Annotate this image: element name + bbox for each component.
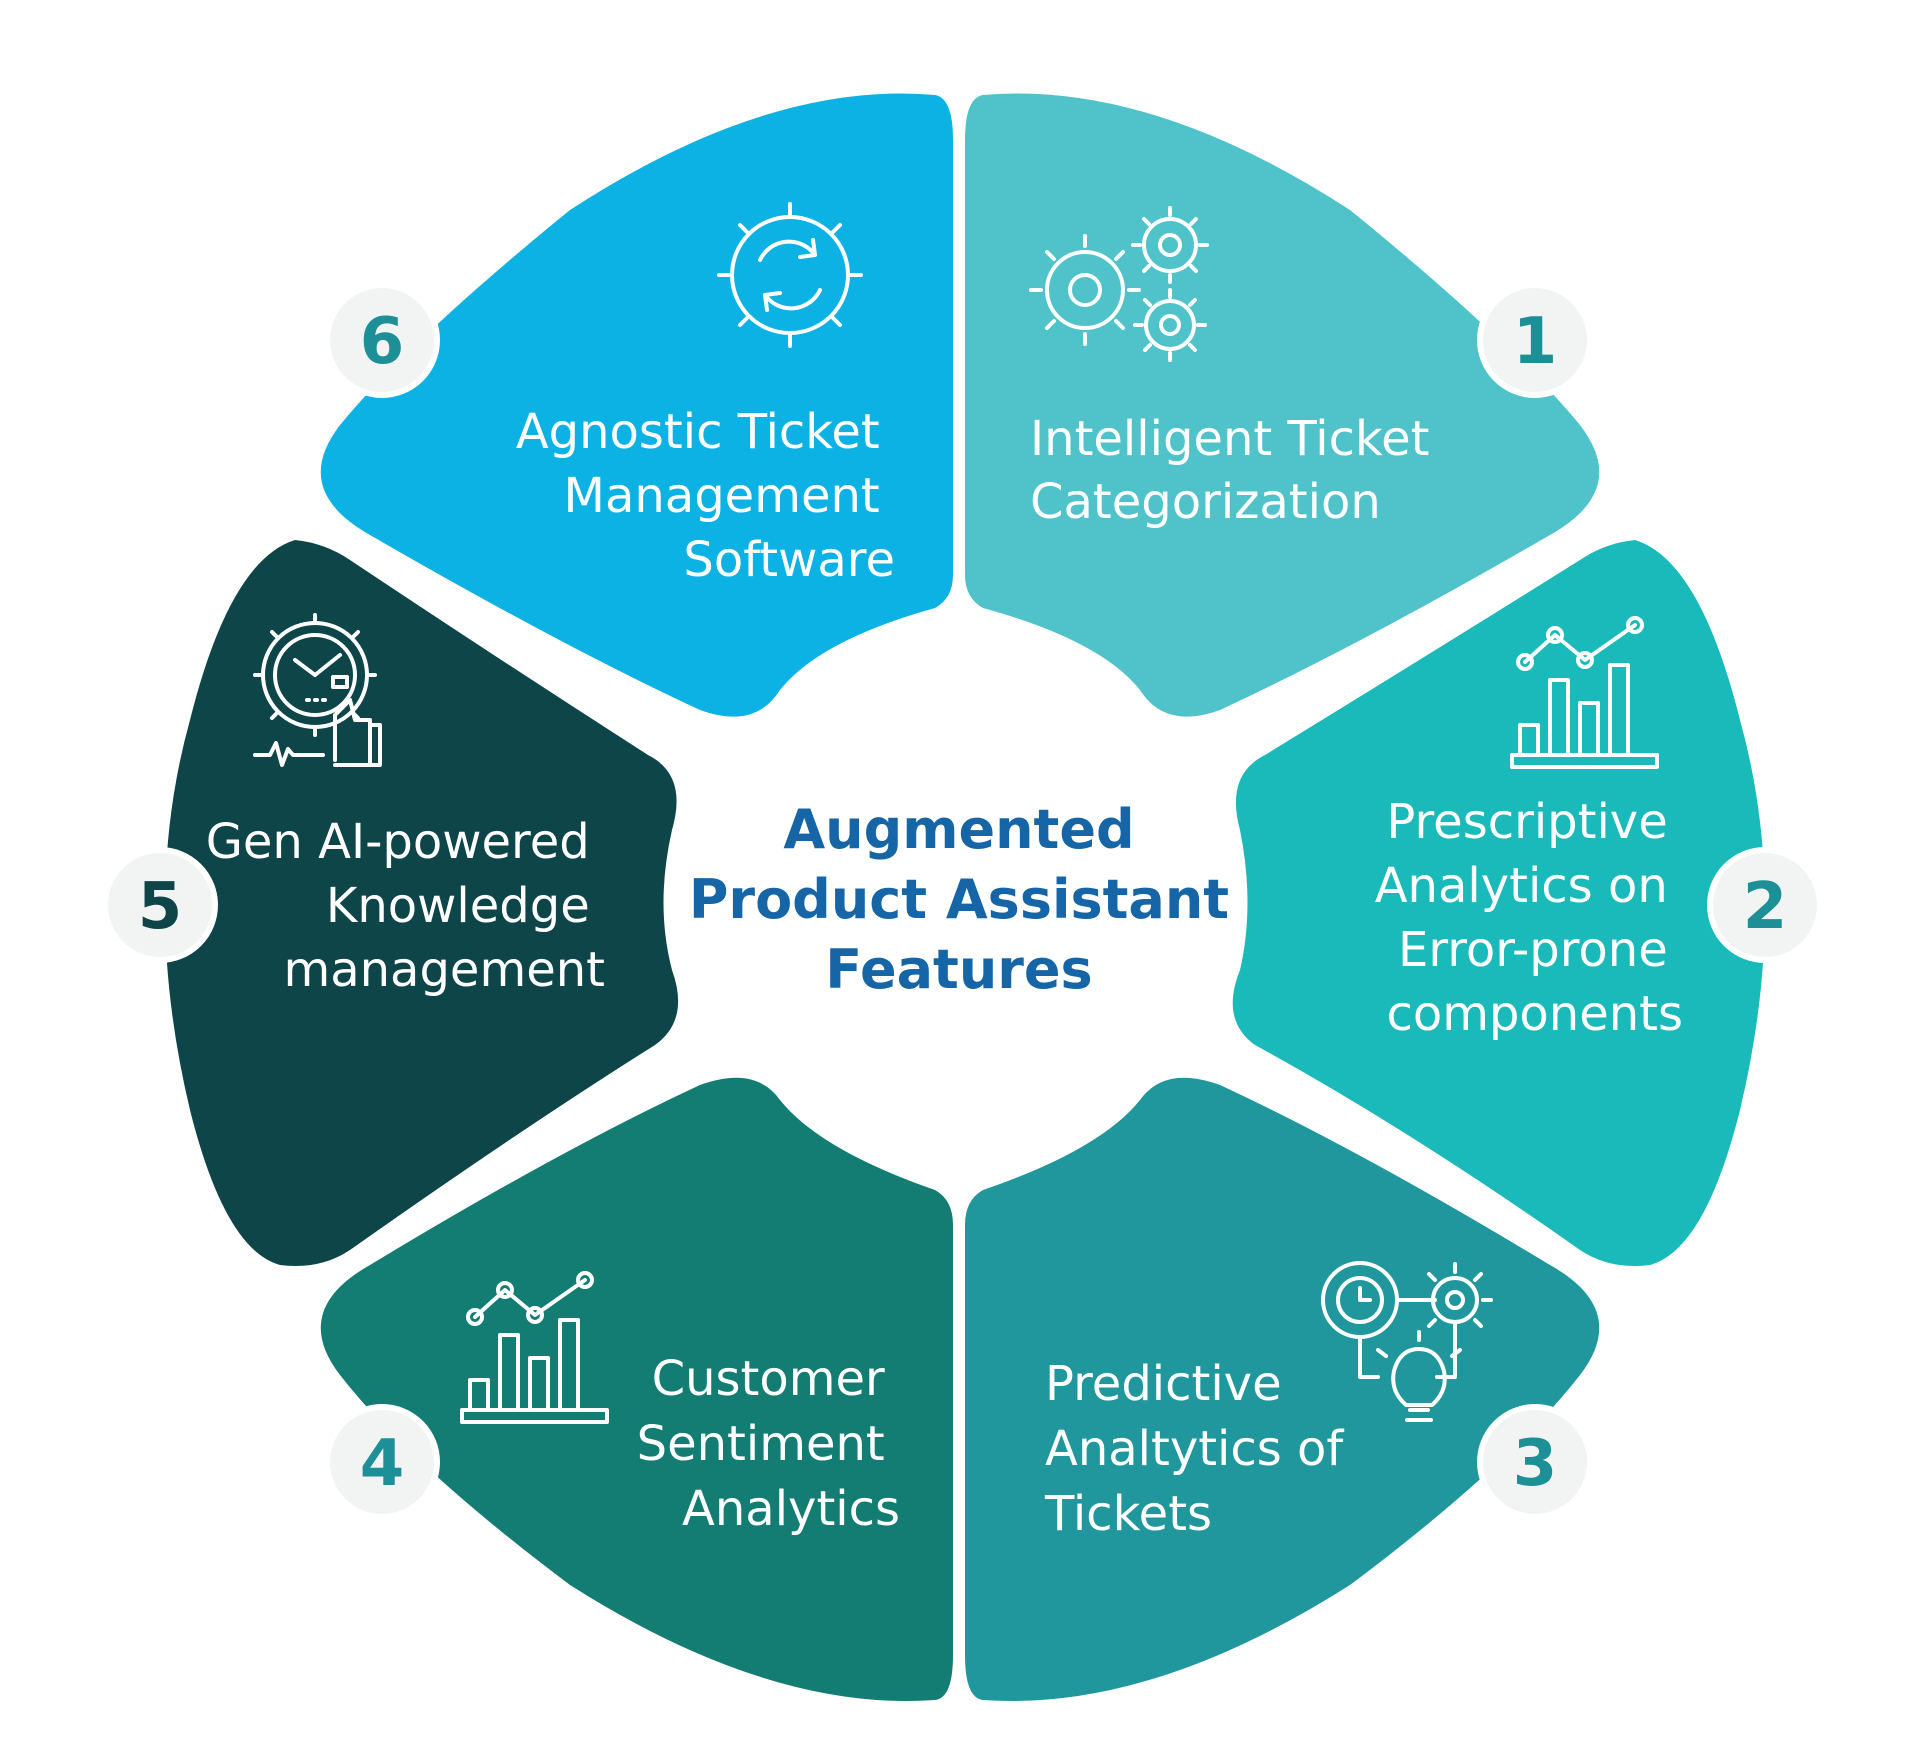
badge-1-number: 1 bbox=[1513, 305, 1558, 379]
segment-4-label: Customer Sentiment Analytics bbox=[637, 1351, 900, 1537]
badge-6-number: 6 bbox=[360, 305, 405, 379]
segment-3-label-line: Predictive bbox=[1045, 1356, 1282, 1412]
segment-4-label-line: Customer bbox=[652, 1351, 885, 1407]
badge-4: 4 bbox=[324, 1404, 440, 1520]
center-title-line-1: Augmented bbox=[783, 798, 1134, 861]
segment-1 bbox=[965, 93, 1600, 717]
segment-4-label-line: Sentiment bbox=[637, 1416, 885, 1472]
badge-2: 2 bbox=[1707, 847, 1823, 963]
segment-6 bbox=[320, 93, 953, 717]
badge-5-number: 5 bbox=[138, 870, 183, 944]
gear-refresh-icon bbox=[717, 202, 863, 348]
center-title: Augmented Product Assistant Features bbox=[689, 798, 1229, 1001]
badge-4-circle bbox=[324, 1404, 440, 1520]
segment-3-label-line: Tickets bbox=[1044, 1486, 1212, 1542]
segment-3 bbox=[965, 1077, 1600, 1702]
center-title-line-2: Product Assistant bbox=[689, 868, 1229, 931]
badge-5-circle bbox=[102, 847, 218, 963]
segment-3-label: Predictive Analtytics of Tickets bbox=[1044, 1356, 1359, 1542]
segment-6-label: Agnostic Ticket Management Software bbox=[516, 404, 895, 588]
segment-2 bbox=[1232, 540, 1765, 1266]
badge-1-circle bbox=[1477, 282, 1593, 398]
bar-chart-trend-icon bbox=[460, 1271, 609, 1424]
segment-2-label: Prescriptive Analytics on Error-prone co… bbox=[1375, 794, 1683, 1042]
badge-6: 6 bbox=[324, 282, 440, 398]
badge-3: 3 bbox=[1477, 1404, 1593, 1520]
bar-chart-trend-icon bbox=[1510, 616, 1659, 769]
number-badges: 1 2 3 4 5 6 bbox=[102, 282, 1823, 1520]
center-title-line-3: Features bbox=[825, 938, 1092, 1001]
segment-5-label-line: Knowledge bbox=[326, 878, 590, 934]
segment-1-label: Intelligent Ticket Categorization bbox=[1030, 411, 1445, 530]
badge-5: 5 bbox=[102, 847, 218, 963]
segment-6-label-line: Management bbox=[564, 468, 880, 524]
segment-4 bbox=[320, 1077, 953, 1702]
segment-labels: Intelligent Ticket Categorization Prescr… bbox=[206, 404, 1683, 1542]
segment-5-label-line: Gen AI-powered bbox=[206, 814, 590, 870]
segment-6-label-line: Software bbox=[683, 532, 895, 588]
clock-gear-bulb-icon bbox=[1321, 1261, 1493, 1422]
segment-5-label-line: management bbox=[283, 942, 605, 998]
segment-3-label-line: Analtytics of bbox=[1045, 1421, 1344, 1477]
badge-2-number: 2 bbox=[1743, 870, 1788, 944]
segment-2-label-line: Error-prone bbox=[1398, 922, 1668, 978]
segment-2-label-line: Prescriptive bbox=[1386, 794, 1667, 850]
gears-icon bbox=[1029, 206, 1209, 362]
badge-1: 1 bbox=[1477, 282, 1593, 398]
badge-4-number: 4 bbox=[360, 1427, 405, 1501]
badge-3-circle bbox=[1477, 1404, 1593, 1520]
badge-6-circle bbox=[324, 282, 440, 398]
segment-4-label-line: Analytics bbox=[682, 1481, 900, 1537]
segment-2-label-line: Analytics on bbox=[1375, 858, 1668, 914]
segment-1-label-line: Categorization bbox=[1030, 474, 1381, 530]
segment-2-label-line: components bbox=[1386, 986, 1683, 1042]
badge-3-number: 3 bbox=[1513, 1427, 1558, 1501]
segment-1-label-line: Intelligent Ticket bbox=[1030, 411, 1429, 467]
segment-5-label: Gen AI-powered Knowledge management bbox=[206, 814, 605, 998]
gear-clock-thumbs-up-icon bbox=[253, 613, 382, 767]
segment-6-label-line: Agnostic Ticket bbox=[516, 404, 880, 460]
badge-2-circle bbox=[1707, 847, 1823, 963]
